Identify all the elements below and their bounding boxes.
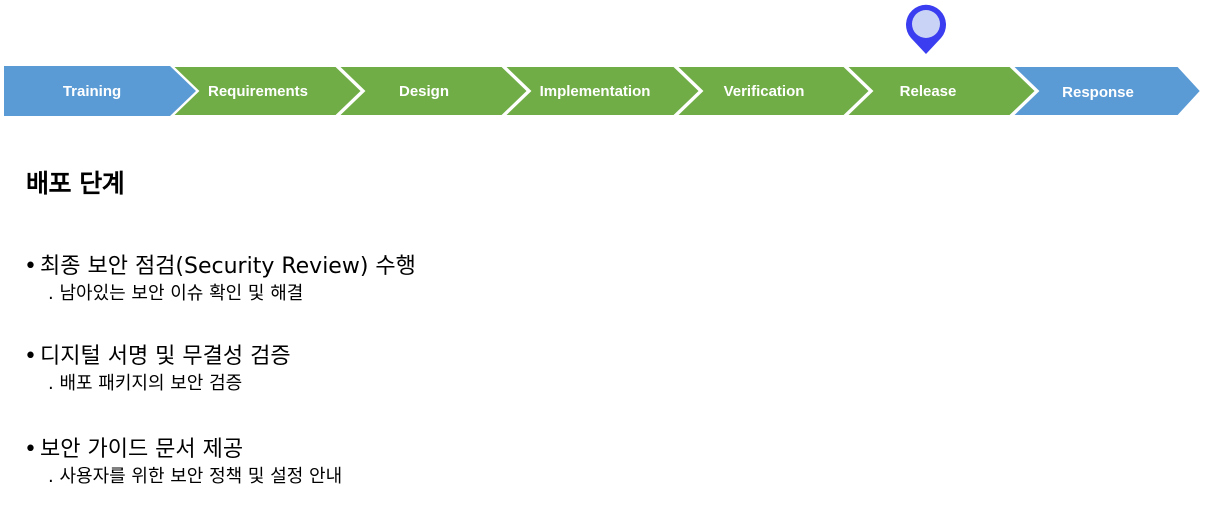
stage-label-requirements: Requirements: [207, 83, 309, 100]
list-item: •디지털 서명 및 무결성 검증 . 배포 패키지의 보안 검증: [24, 342, 924, 396]
location-pin-icon: [906, 4, 946, 55]
bullet-dot: •: [24, 344, 37, 369]
list-item: •보안 가이드 문서 제공 . 사용자를 위한 보안 정책 및 설정 안내: [24, 435, 924, 489]
pipeline-arrows: [4, 4, 1203, 117]
stage-verification-shape: [673, 65, 872, 117]
list-item-text: 보안 가이드 문서 제공: [40, 437, 244, 462]
stage-implementation-shape: [501, 65, 702, 117]
page-title: 배포 단계: [26, 169, 125, 198]
stage-label-implementation: Implementation: [539, 83, 651, 100]
list-item-main: •보안 가이드 문서 제공: [24, 435, 924, 465]
stage-label-response: Response: [1062, 84, 1134, 101]
list-item-main: •디지털 서명 및 무결성 검증: [24, 342, 924, 372]
stage-requirements-shape: [169, 65, 364, 117]
list-item-text: 최종 보안 점검(Security Review) 수행: [40, 254, 416, 279]
bullet-dot: •: [24, 437, 37, 462]
stage-design-shape: [335, 65, 530, 117]
stage-training-shape: [4, 66, 196, 116]
stage-label-release: Release: [899, 83, 957, 100]
bullet-dot: •: [24, 254, 37, 279]
stage-label-training: Training: [62, 83, 122, 100]
list-item-sub: . 사용자를 위한 보안 정책 및 설정 안내: [48, 466, 343, 487]
sdl-pipeline: Training Requirements Design Implementat…: [0, 0, 1206, 130]
list-item-text: 디지털 서명 및 무결성 검증: [40, 344, 291, 369]
list-item-sub: . 남아있는 보안 이슈 확인 및 해결: [48, 283, 304, 304]
stage-release-shape: [843, 65, 1038, 117]
list-item: •최종 보안 점검(Security Review) 수행 . 남아있는 보안 …: [24, 252, 924, 306]
stage-label-verification: Verification: [723, 83, 805, 100]
list-item-sub: . 배포 패키지의 보안 검증: [48, 373, 243, 394]
stage-label-design: Design: [398, 83, 449, 100]
stage-response-shape: [1009, 65, 1203, 117]
list-item-main: •최종 보안 점검(Security Review) 수행: [24, 252, 924, 282]
